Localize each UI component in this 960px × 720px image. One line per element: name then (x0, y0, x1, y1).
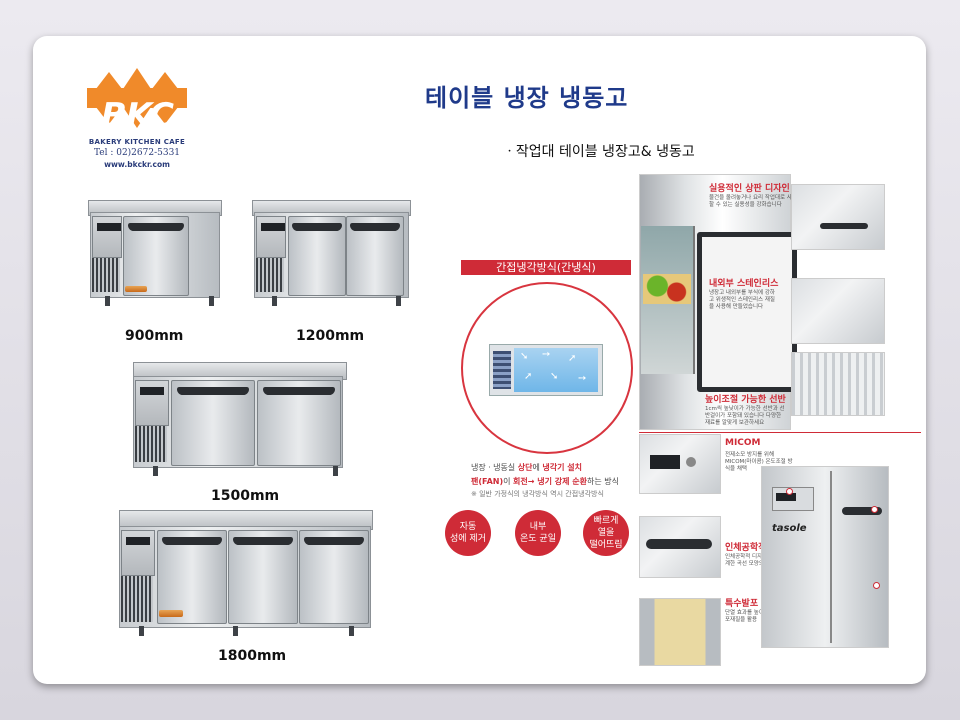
callout-dot (786, 488, 793, 495)
cooling-airflow-diagram: ➘ ➙ ➚ ➚ ➘ ➙ (489, 344, 603, 396)
callout-line (639, 432, 921, 433)
feature-title-micom: MICOM (725, 438, 761, 448)
vegetable-basket (643, 274, 691, 304)
feature-title-stainless: 내외부 스테인리스 (709, 279, 779, 289)
badge-uniform-temp: 내부 온도 균일 (515, 510, 561, 556)
airflow-arrow-icon: ➘ (550, 371, 559, 382)
feature-desc-handle: 인체공학적 디자인으로 설계한 곡선 모양의 손잡이 (725, 554, 785, 567)
micom-panel-photo (639, 434, 721, 494)
product-1500 (123, 354, 353, 486)
foam-insulation-photo (639, 598, 721, 666)
cooling-header: 간접냉각방식(간냉식) (461, 260, 631, 275)
open-door (697, 232, 797, 392)
slide: BKC BAKERY KITCHEN CAFE Tel : 02)2672-53… (33, 36, 926, 684)
logo-website: www.bkckr.com (104, 160, 170, 169)
feature-title-shelf: 높이조절 가능한 선반 (705, 395, 786, 405)
handle-photo (639, 516, 721, 578)
feature-photo-top (791, 184, 885, 250)
panel-logo: tasole (772, 523, 807, 534)
feature-photo-shelf (791, 352, 885, 416)
airflow-arrow-icon: ➚ (568, 353, 577, 364)
airflow-arrow-icon: ➙ (542, 349, 551, 360)
airflow-arrow-icon: ➘ (520, 351, 529, 362)
page-subtitle: ㆍ작업대 테이블 냉장고& 냉동고 (503, 144, 695, 160)
feature-photo-stainless (791, 278, 885, 344)
size-label-1800: 1800mm (218, 648, 287, 664)
logo-subtitle: BAKERY KITCHEN CAFE (88, 138, 186, 146)
product-1800 (113, 506, 378, 646)
size-label-1200: 1200mm (296, 328, 365, 344)
feature-title-handle: 인체공학적 손잡이 (725, 543, 795, 553)
callout-dot (873, 582, 880, 589)
cooling-note: ※ 일반 가정식의 냉각방식 역시 간접냉각방식 (471, 490, 604, 498)
feature-desc-micom: 전제소모 방지를 위해 MICOM(마이콤) 온도조절 방식을 채택 (725, 452, 793, 472)
bkc-logo: BKC BAKERY KITCHEN CAFE Tel : 02)2672-53… (67, 58, 207, 169)
feature-desc-shelf: 1cm씩 높낮이가 가능한 선반과 선반걸이가 포함돼 있습니다 다양한 재료를… (705, 406, 785, 426)
cooling-desc-1: 냉장ㆍ냉동실 상단에 냉각기 설치 (471, 463, 582, 472)
size-label-900: 900mm (125, 328, 184, 344)
logo-tel: Tel : 02)2672-5331 (93, 148, 181, 158)
feature-desc-foam: 단열 효과를 높여주는 특수발포재질을 활용 (725, 610, 791, 623)
size-label-1500: 1500mm (211, 488, 280, 504)
feature-title-top: 실용적인 상판 디자인 (709, 184, 790, 194)
fridge-closeup-photo: tasole (761, 466, 889, 648)
feature-desc-top: 물건을 올려놓거나 요리 작업대로 사용할 수 있는 실용성을 강화습니다 (709, 195, 797, 208)
airflow-arrow-icon: ➚ (524, 371, 533, 382)
logo-brand: BKC (100, 96, 174, 136)
logo-diamonds-icon (87, 68, 187, 128)
product-900 (83, 186, 228, 326)
feature-title-foam: 특수발포 (725, 599, 759, 609)
feature-desc-stainless: 냉장고 내외부를 부식에 강하고 위생적인 스테인리스 재질을 사용해 만들었습… (709, 290, 775, 310)
page-title: 테이블 냉장 냉동고 (425, 84, 629, 112)
badge-defrost: 자동 성에 제거 (445, 510, 491, 556)
callout-dot (871, 506, 878, 513)
badge-fast-cooling: 빠르게 열을 떨어뜨림 (583, 510, 629, 556)
airflow-arrow-icon: ➙ (578, 373, 587, 384)
product-1200 (248, 186, 413, 326)
cooling-desc-2: 팬(FAN)이 회전→ 냉기 강제 순환하는 방식 (471, 477, 619, 486)
